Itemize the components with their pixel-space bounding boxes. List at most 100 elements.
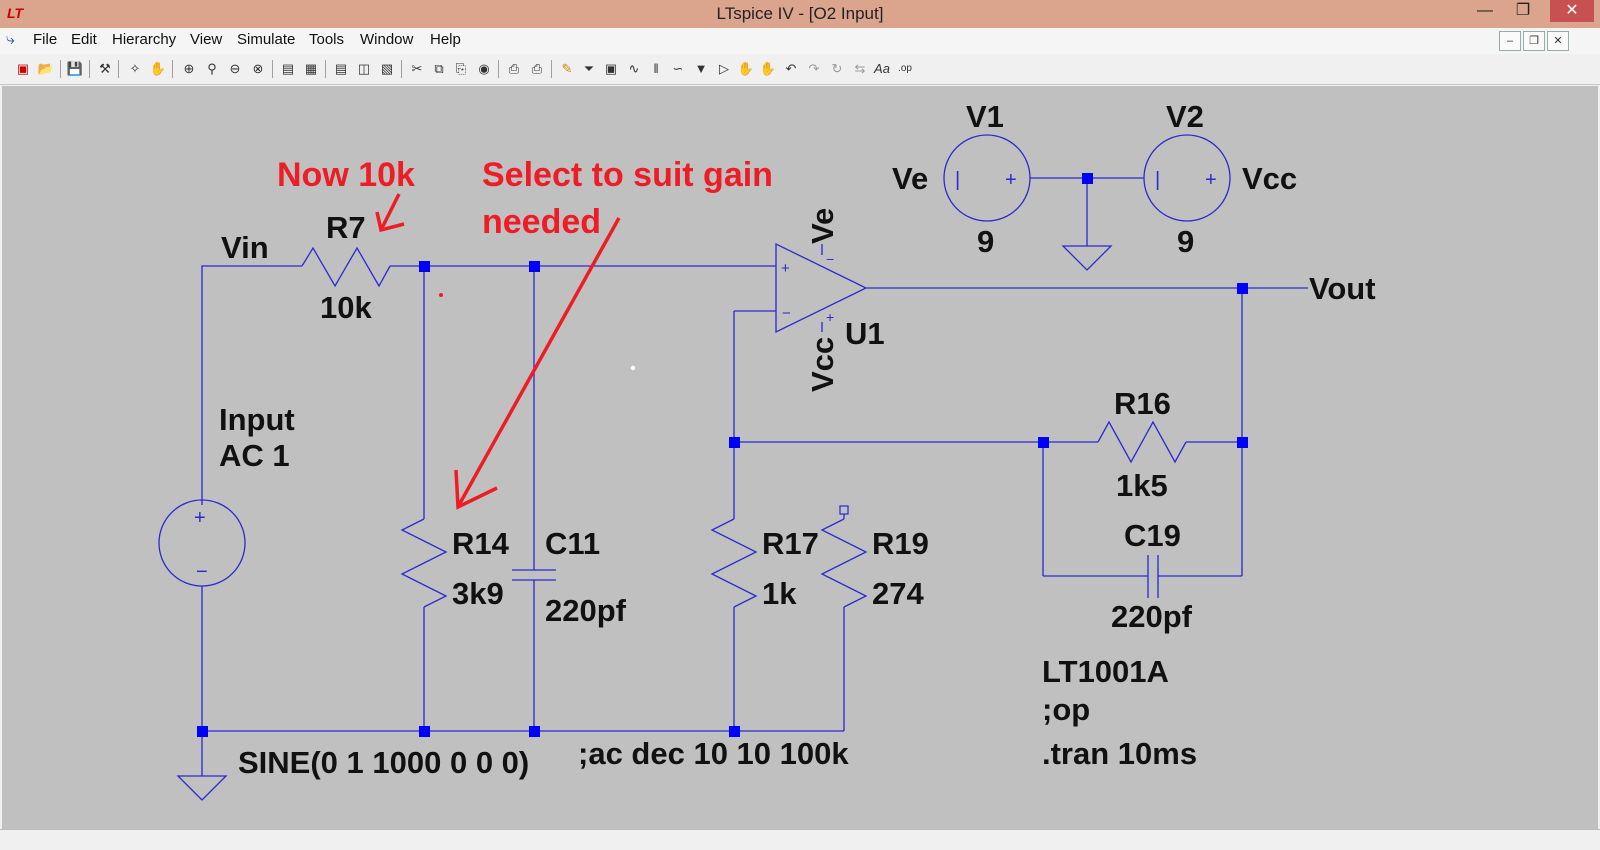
close-button[interactable]: ✕ — [1550, 0, 1594, 22]
toolbar-divider — [551, 60, 552, 78]
find-icon[interactable]: ◉ — [478, 61, 490, 76]
tile-horizontal-icon[interactable]: ▤ — [334, 61, 348, 76]
c19-name: C19 — [1124, 518, 1181, 553]
annotation-arrow-r7 — [380, 193, 401, 229]
maximize-button[interactable]: ❐ — [1515, 2, 1531, 19]
zoom-fit-icon[interactable]: ⊗ — [252, 61, 264, 76]
toolbar-divider — [89, 60, 90, 78]
toolbar-divider — [172, 60, 173, 78]
v2-plus-mark: + — [1205, 169, 1217, 191]
menu-tools[interactable]: Tools — [309, 31, 345, 48]
menu-hierarchy[interactable]: Hierarchy — [112, 31, 177, 48]
menu-file[interactable]: File — [33, 31, 58, 48]
junction-node — [419, 261, 430, 272]
print-icon[interactable]: ⎙ — [531, 61, 543, 76]
ground-icon[interactable]: ⏷ — [583, 61, 595, 76]
input-source-sine: SINE(0 1 1000 0 0 0) — [238, 745, 529, 780]
u1-model: LT1001A — [1042, 654, 1169, 689]
open-icon[interactable]: 📂 — [37, 61, 55, 76]
ground-symbol-v — [1061, 245, 1113, 271]
diode-icon[interactable]: ▼ — [694, 61, 708, 76]
run-icon[interactable]: ✧ — [129, 61, 141, 76]
menu-view[interactable]: View — [190, 31, 223, 48]
pan-icon[interactable]: ⚲ — [207, 61, 217, 76]
menu-window[interactable]: Window — [360, 31, 414, 48]
component-icon[interactable]: ▷ — [719, 61, 729, 76]
directive-op: ;op — [1042, 692, 1090, 727]
v2-name: V2 — [1166, 99, 1204, 134]
opamp-supply-vcc: Vcc — [805, 337, 840, 392]
toolbar-divider — [498, 60, 499, 78]
annotation-select-line2: needed — [482, 203, 601, 241]
r14-symbol — [400, 518, 448, 608]
junction-node — [729, 437, 740, 448]
zoom-in-icon[interactable]: ⊕ — [183, 61, 195, 76]
mdi-close-button[interactable]: ✕ — [1547, 31, 1569, 51]
junction-node — [1082, 173, 1093, 184]
new-schematic-icon[interactable]: ▣ — [16, 61, 30, 76]
junction-node — [419, 726, 430, 737]
r16-symbol — [1097, 420, 1187, 464]
rotate-icon[interactable]: ↻ — [831, 61, 843, 76]
junction-node — [729, 726, 740, 737]
redo-icon[interactable]: ↷ — [808, 61, 820, 76]
v2-value: 9 — [1177, 224, 1194, 259]
opamp-minus-mark: − — [782, 305, 791, 322]
capacitor-icon[interactable]: ‖ — [653, 61, 659, 76]
label-net-icon[interactable]: ▣ — [604, 61, 618, 76]
halt-icon[interactable]: ✋ — [149, 61, 167, 76]
schematic-canvas[interactable]: + − | + | + + − − + — [2, 86, 1598, 829]
junction-node — [529, 726, 540, 737]
spice-directive-icon[interactable]: .op — [898, 63, 912, 74]
ltspice-logo-icon: LT — [7, 5, 24, 21]
inductor-icon[interactable]: ∽ — [672, 61, 684, 76]
close-all-icon[interactable]: ▧ — [380, 61, 394, 76]
net-label-vcc-v2: Vcc — [1242, 161, 1297, 196]
save-icon[interactable]: 💾 — [66, 61, 84, 76]
move-icon[interactable]: ✋ — [737, 61, 755, 76]
menu-edit[interactable]: Edit — [71, 31, 97, 48]
toolbar-divider — [118, 60, 119, 78]
red-dot — [439, 293, 443, 297]
mdi-minimize-button[interactable]: – — [1499, 31, 1521, 51]
toolbar-divider — [325, 60, 326, 78]
menu-help[interactable]: Help — [430, 31, 461, 48]
schematic-doc-icon[interactable]: ⤷ — [6, 31, 15, 48]
directive-ac: ;ac dec 10 10 100k — [578, 736, 849, 771]
zoom-out-icon[interactable]: ⊖ — [229, 61, 241, 76]
directive-tran: .tran 10ms — [1042, 736, 1197, 771]
toolbar: ▣ 📂 💾 ⚒ ✧ ✋ ⊕ ⚲ ⊖ ⊗ ▤ ▦ ▤ ◫ ▧ ✂ ⧉ ⎘ ◉ ⎙ … — [0, 54, 1600, 85]
u1-opamp-symbol — [775, 242, 868, 334]
paste-icon[interactable]: ⎘ — [455, 61, 467, 76]
input-source-name: Input — [219, 402, 295, 437]
white-dot — [630, 365, 636, 371]
net-label-vin: Vin — [221, 230, 269, 265]
annotation-arrow-r14 — [457, 217, 621, 506]
cascade-icon[interactable]: ◫ — [357, 61, 371, 76]
drag-icon[interactable]: ✋ — [759, 61, 777, 76]
menu-bar: ⤷ File Edit Hierarchy View Simulate Tool… — [0, 28, 1600, 54]
control-panel-icon[interactable]: ⚒ — [99, 61, 111, 76]
r17-value: 1k — [762, 576, 797, 611]
cut-icon[interactable]: ✂ — [411, 61, 423, 76]
autorange-icon[interactable]: ▤ — [281, 61, 295, 76]
ground-symbol — [176, 775, 228, 801]
print-setup-icon[interactable]: ⎙ — [508, 61, 520, 76]
copy-icon[interactable]: ⧉ — [434, 61, 444, 76]
undo-icon[interactable]: ↶ — [785, 61, 797, 76]
mirror-icon[interactable]: ⇆ — [854, 61, 866, 76]
text-icon[interactable]: Aa — [874, 61, 890, 76]
c19-value: 220pf — [1111, 599, 1193, 634]
menu-simulate[interactable]: Simulate — [237, 31, 296, 48]
wires — [158, 134, 1308, 801]
grid-icon[interactable]: ▦ — [304, 61, 318, 76]
junction-node — [1237, 437, 1248, 448]
r19-symbol — [820, 518, 868, 608]
wire-icon[interactable]: ✎ — [561, 61, 573, 76]
r7-name: R7 — [326, 210, 366, 245]
minimize-button[interactable]: — — [1477, 2, 1493, 19]
mdi-restore-button[interactable]: ❐ — [1523, 31, 1545, 51]
v1-name: V1 — [966, 99, 1004, 134]
junction-nodes — [197, 173, 1248, 737]
resistor-icon[interactable]: ∿ — [628, 61, 640, 76]
